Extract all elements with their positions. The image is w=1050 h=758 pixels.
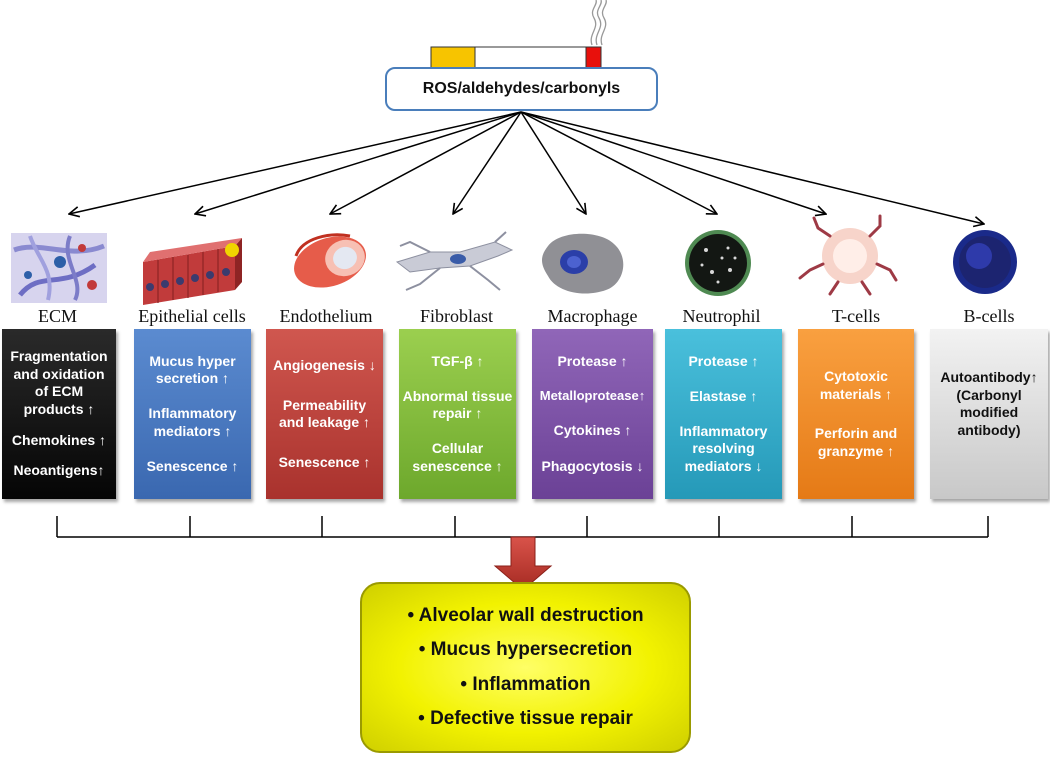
blood-vessel-icon [294, 233, 366, 288]
effect-text: Inflammatory mediators ↑ [148, 405, 237, 439]
effect-box-ecm: Fragmentation and oxidation of ECM produ… [2, 329, 116, 499]
effect-text: Permeability and leakage ↑ [278, 396, 371, 431]
effect-text: TGF-β ↑ [431, 352, 484, 369]
down-arrow-icon [493, 536, 553, 591]
arrow-to-macrophage [520, 111, 586, 214]
neutrophil-icon [685, 230, 751, 296]
effect-text: Angiogenesis ↓ [273, 357, 376, 373]
effect-text: Protease ↑ [557, 352, 628, 369]
effect-text: Fragmentation and oxidation of ECM produ… [10, 348, 108, 417]
t-cell-icon [798, 214, 898, 296]
arrow-to-ecm [69, 111, 522, 214]
fibroblast-icon [395, 231, 514, 291]
effect-text: Metalloprotease↑ [539, 388, 646, 404]
effect-text: Senescence ↑ [278, 453, 371, 470]
effect-text: Cytokines ↑ [553, 422, 632, 439]
outcome-item: • Defective tissue repair [418, 708, 633, 730]
arrow-to-fibroblast [453, 111, 522, 214]
fan-arrows [69, 111, 984, 224]
epithelial-cells-icon [143, 238, 242, 305]
effect-box-macrophage: Protease ↑ Metalloprotease↑ Cytokines ↑ … [532, 329, 653, 499]
b-cell-icon [953, 230, 1017, 294]
arrow-to-endothelium [330, 111, 522, 214]
ecm-fiber-icon [11, 233, 107, 303]
source-label: ROS/aldehydes/carbonyls [422, 80, 621, 97]
effect-box-neutrophil: Protease ↑ Elastase ↑ Inflammatory resol… [665, 329, 782, 499]
arrow-to-epithelial [195, 111, 522, 214]
effect-text: Perforin and granzyme ↑ [814, 425, 898, 459]
effect-text: Phagocytosis ↓ [541, 457, 644, 474]
arrow-to-bcells [520, 111, 984, 224]
effect-text: Neoantigens↑ [13, 462, 105, 479]
effect-text: Autoantibody↑ (Carbonyl modified antibod… [940, 369, 1038, 438]
arrow-to-tcells [520, 111, 826, 214]
cell-label-endothelium: Endothelium [279, 306, 373, 326]
effect-text: Senescence ↑ [146, 457, 239, 474]
cell-label-ecm: ECM [37, 306, 77, 326]
effect-text: Cellular senescence ↑ [412, 440, 503, 474]
effect-box-epithelial: Mucus hyper secretion ↑ Inflammatory med… [134, 329, 251, 499]
cell-label-epithelial: Epithelial cells [138, 306, 246, 326]
effect-box-tcells: Cytotoxic materials ↑ Perforin and granz… [798, 329, 914, 499]
outcome-item: • Inflammation [460, 673, 591, 695]
outcome-box: • Alveolar wall destruction • Mucus hype… [360, 582, 691, 753]
effect-text: Chemokines ↑ [11, 431, 107, 448]
cell-label-macrophage: Macrophage [547, 306, 638, 326]
effect-text: Abnormal tissue repair ↑ [402, 387, 513, 422]
arrow-to-neutrophil [520, 111, 717, 214]
effect-box-endothelium: Angiogenesis ↓ Permeability and leakage … [266, 329, 383, 499]
effect-text: Protease ↑ [688, 352, 759, 369]
cell-label-bcells: B-cells [963, 306, 1015, 326]
effect-text: Mucus hyper secretion ↑ [149, 352, 236, 387]
effect-text: Elastase ↑ [689, 387, 758, 404]
effect-text: Cytotoxic materials ↑ [819, 368, 893, 402]
outcome-item: • Mucus hypersecretion [418, 639, 633, 661]
cell-label-tcells: T-cells [831, 306, 881, 326]
cell-label-fibroblast: Fibroblast [419, 306, 493, 326]
outcome-item: • Alveolar wall destruction [407, 604, 644, 626]
source-box: ROS/aldehydes/carbonyls [385, 67, 658, 111]
convergence-bracket [56, 516, 989, 538]
cell-label-neutrophil: Neutrophil [682, 306, 761, 326]
effect-box-fibroblast: TGF-β ↑ Abnormal tissue repair ↑ Cellula… [399, 329, 516, 499]
effect-text: Inflammatory resolving mediators ↓ [679, 422, 768, 474]
macrophage-icon [542, 233, 624, 294]
effect-box-bcells: Autoantibody↑ (Carbonyl modified antibod… [930, 329, 1048, 499]
